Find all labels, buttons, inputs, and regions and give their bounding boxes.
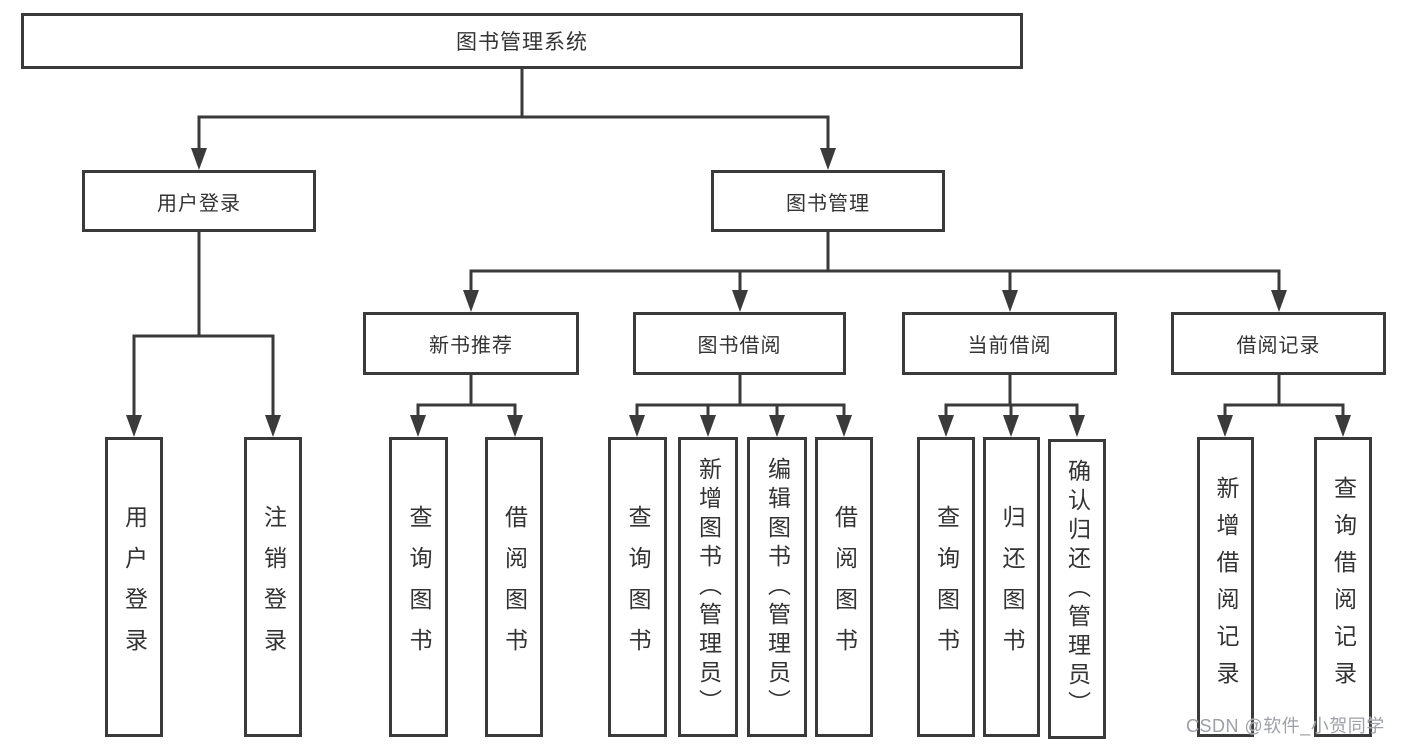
leaf-return-books-label: 归还图书 <box>999 505 1025 669</box>
leaf-add-borrow-record-label: 新增借阅记录 <box>1213 476 1239 698</box>
leaf-query-borrow-record: 查询借阅记录 <box>1314 437 1372 737</box>
leaf-user-login-label: 用户登录 <box>121 505 148 669</box>
node-book-management: 图书管理 <box>711 170 945 232</box>
node-book-management-label: 图书管理 <box>786 192 870 215</box>
node-borrow-records: 借阅记录 <box>1171 312 1386 375</box>
node-new-book-recommend-label: 新书推荐 <box>429 335 513 357</box>
leaf-user-login: 用户登录 <box>105 437 163 737</box>
leaf-query-books-current-label: 查询图书 <box>933 505 960 669</box>
leaf-query-books-recommend-label: 查询图书 <box>406 505 432 669</box>
node-current-borrow-label: 当前借阅 <box>967 335 1052 357</box>
leaf-logout: 注销登录 <box>244 437 302 737</box>
csdn-watermark: CSDN @软件_小贺同学 <box>1186 716 1385 736</box>
leaf-logout-label: 注销登录 <box>260 505 287 669</box>
leaf-borrow-books-recommend: 借阅图书 <box>485 437 543 737</box>
node-root-label: 图书管理系统 <box>456 31 588 54</box>
leaf-query-books-current: 查询图书 <box>917 437 975 737</box>
node-new-book-recommend: 新书推荐 <box>363 312 579 375</box>
leaf-add-books-admin-label: 新增图书（管理员） <box>695 456 722 718</box>
leaf-borrow-books-recommend-label: 借阅图书 <box>501 505 528 669</box>
leaf-add-books-admin: 新增图书（管理员） <box>678 437 738 737</box>
leaf-query-borrow-record-label: 查询借阅记录 <box>1330 476 1357 698</box>
leaf-query-books-borrow-label: 查询图书 <box>625 505 651 669</box>
node-root: 图书管理系统 <box>21 13 1023 69</box>
leaf-edit-books-admin: 编辑图书（管理员） <box>747 437 807 737</box>
leaf-query-books-recommend: 查询图书 <box>389 437 448 737</box>
node-book-borrow-label: 图书借阅 <box>697 335 782 357</box>
node-current-borrow: 当前借阅 <box>902 312 1117 375</box>
leaf-edit-books-admin-label: 编辑图书（管理员） <box>764 456 791 718</box>
leaf-borrow-books: 借阅图书 <box>815 437 873 737</box>
leaf-query-books-borrow: 查询图书 <box>608 437 667 737</box>
leaf-confirm-return-admin: 确认归还（管理员） <box>1048 439 1106 739</box>
leaf-return-books: 归还图书 <box>983 437 1040 737</box>
node-user-login-label: 用户登录 <box>157 192 241 215</box>
leaf-add-borrow-record: 新增借阅记录 <box>1197 437 1254 737</box>
leaf-borrow-books-label: 借阅图书 <box>831 505 858 669</box>
node-user-login: 用户登录 <box>82 170 316 232</box>
node-book-borrow: 图书借阅 <box>633 312 846 375</box>
node-borrow-records-label: 借阅记录 <box>1236 335 1321 357</box>
leaf-confirm-return-admin-label: 确认归还（管理员） <box>1064 458 1091 720</box>
